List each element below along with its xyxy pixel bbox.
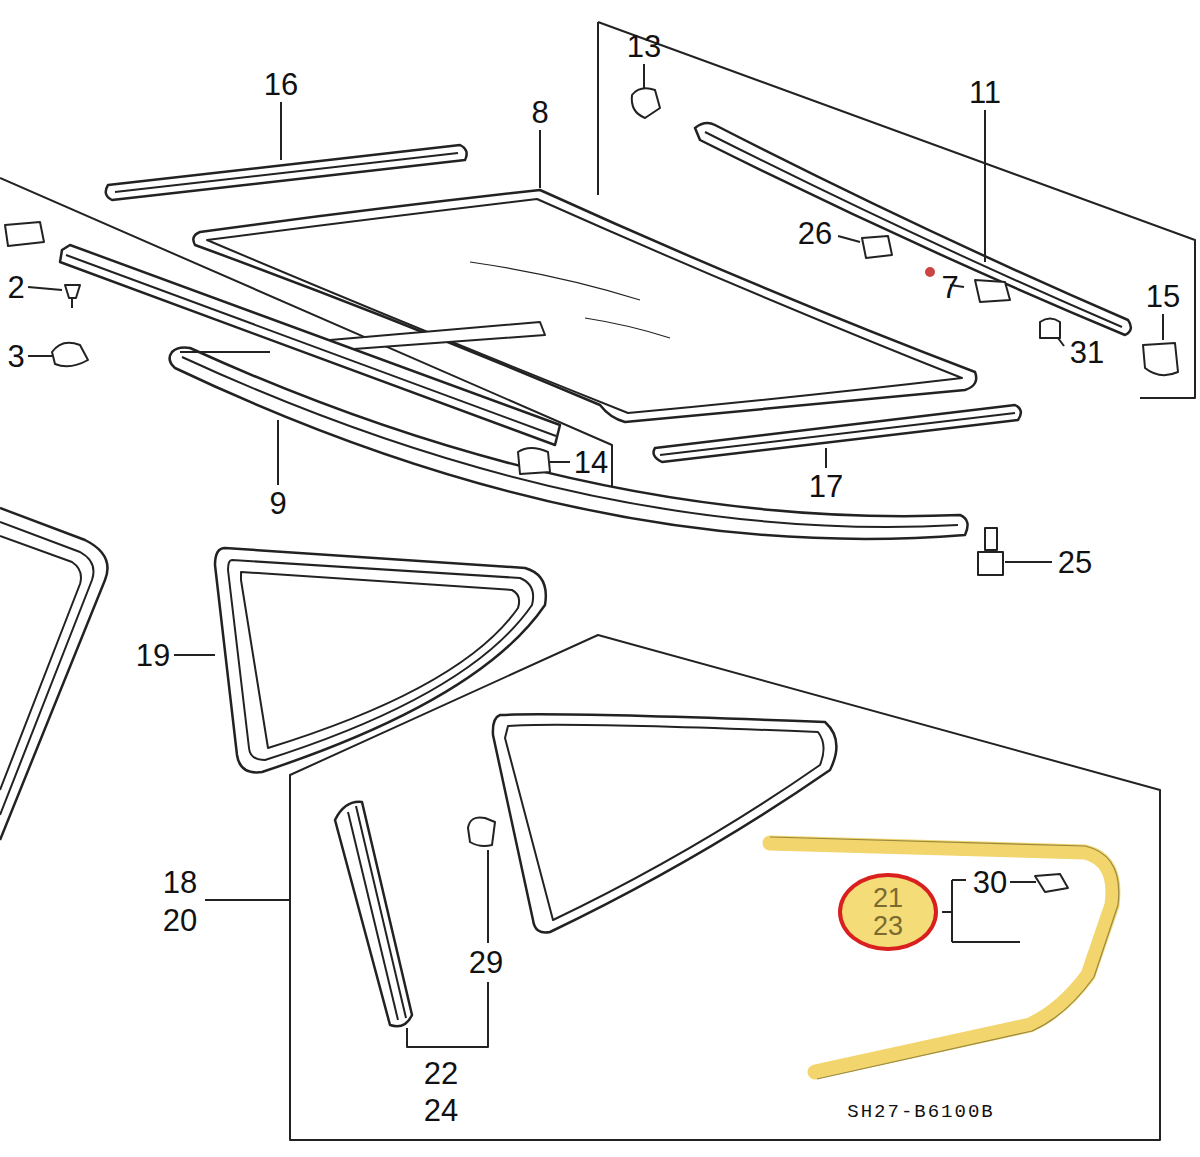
callout-number: 31 bbox=[1068, 336, 1106, 369]
callout-number: 7 bbox=[939, 271, 960, 304]
callout-number: 15 bbox=[1144, 280, 1182, 313]
callout-number: 23 bbox=[873, 912, 903, 940]
callout-number: 30 bbox=[971, 866, 1009, 899]
callout-number: 11 bbox=[967, 76, 1003, 109]
callout-number: 2 bbox=[5, 271, 26, 304]
callout-number: 13 bbox=[625, 30, 663, 63]
highlight-ellipse: 2123 bbox=[838, 873, 938, 952]
callout-number: 16 bbox=[262, 68, 300, 101]
callout-number: 29 bbox=[467, 946, 505, 979]
callout-number: 22 bbox=[422, 1057, 460, 1090]
callout-number: 17 bbox=[807, 470, 845, 503]
callout-number: 21 bbox=[873, 884, 903, 912]
callout-number: 26 bbox=[796, 217, 834, 250]
callout-number: 18 bbox=[161, 866, 199, 899]
callout-number: 8 bbox=[529, 96, 550, 129]
callout-number: 25 bbox=[1056, 546, 1094, 579]
callout-number: 9 bbox=[267, 487, 288, 520]
callout-number: 24 bbox=[422, 1094, 460, 1127]
drawing-code: SH27-B6100B bbox=[845, 1102, 996, 1123]
callout-number: 14 bbox=[572, 446, 610, 479]
callout-number: 20 bbox=[161, 904, 199, 937]
callout-number: 3 bbox=[5, 340, 26, 373]
callout-number: 19 bbox=[134, 639, 172, 672]
